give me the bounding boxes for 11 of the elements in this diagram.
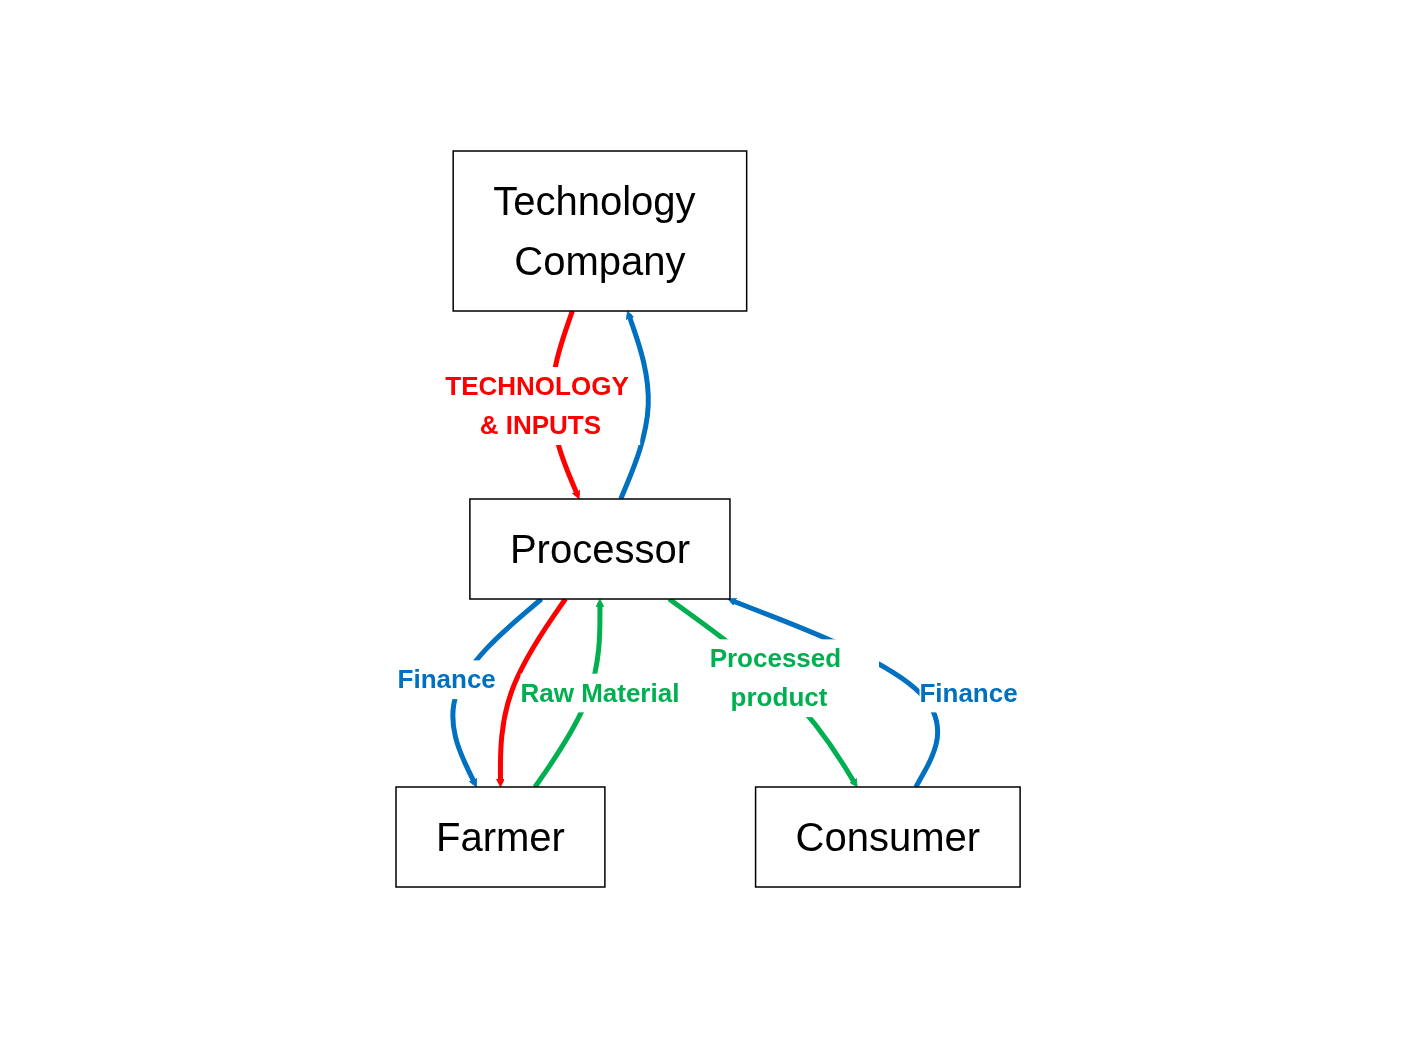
node-box: Farmer [395, 785, 606, 888]
edge-label: TECHNOLOGY & INPUTS [445, 370, 629, 440]
edge-label: Finance [397, 663, 496, 694]
node-box: Processor [469, 497, 731, 600]
edge-label: Raw Material [520, 677, 680, 707]
arrow [496, 597, 568, 787]
edge-label: Processed product [709, 642, 842, 712]
node-box: Consumer [754, 785, 1021, 888]
edge-label: Finance [919, 677, 1018, 707]
node-box: Technology Company [452, 149, 748, 312]
arrow [618, 310, 651, 500]
